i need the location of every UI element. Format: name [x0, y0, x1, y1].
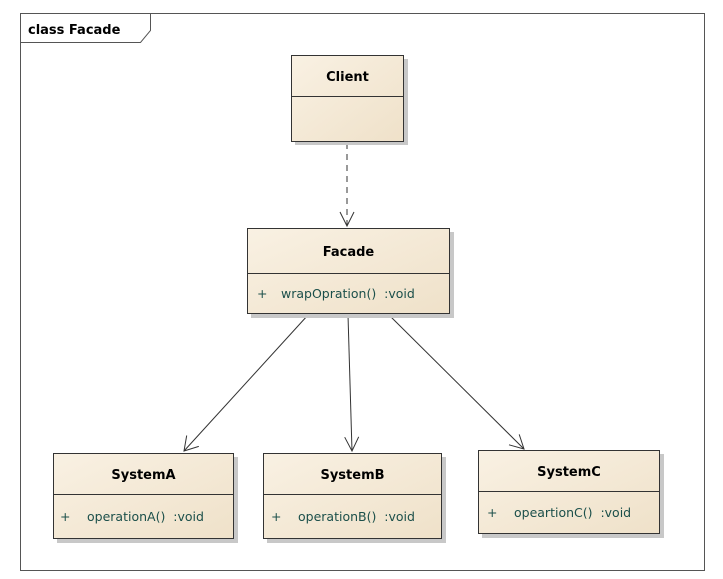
operation-visibility: + — [257, 286, 267, 301]
class-systema[interactable]: SystemA + operationA() :void — [53, 453, 239, 544]
operation-visibility: + — [487, 505, 497, 520]
operation-wrapopration: wrapOpration() :void — [281, 286, 415, 301]
diagram-frame — [20, 13, 705, 571]
association-facade-systemc — [388, 314, 525, 450]
class-name-systemb: SystemB — [320, 468, 384, 483]
class-name-systema: SystemA — [111, 468, 175, 483]
association-facade-systemb — [344, 314, 360, 453]
operation-operationb: operationB() :void — [298, 509, 415, 524]
operation-operationa: operationA() :void — [87, 509, 204, 524]
operation-opeartionc: opeartionC() :void — [514, 505, 631, 520]
association-facade-systema — [183, 314, 309, 452]
class-name-client: Client — [326, 70, 369, 85]
class-systemb[interactable]: SystemB + operationB() :void — [263, 453, 447, 544]
class-facade[interactable]: Facade + wrapOpration() :void — [247, 228, 455, 319]
class-name-systemc: SystemC — [537, 465, 601, 480]
class-systemc[interactable]: SystemC + opeartionC() :void — [478, 450, 665, 539]
frame-title: class Facade — [28, 23, 121, 38]
class-name-facade: Facade — [323, 245, 375, 260]
dependency-client-facade — [339, 143, 355, 228]
frame-title-tab — [20, 13, 151, 43]
operation-visibility: + — [271, 509, 281, 524]
class-client[interactable]: Client — [291, 55, 409, 146]
operation-visibility: + — [60, 509, 70, 524]
